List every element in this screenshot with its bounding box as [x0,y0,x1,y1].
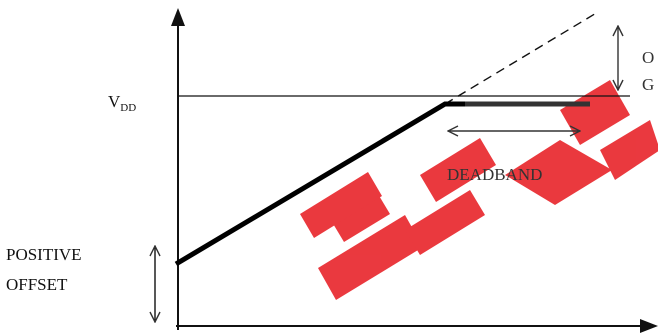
transfer-curve [174,101,465,267]
x-axis-arrowhead [640,319,658,333]
positive-offset-label-line2: OFFSET [6,275,68,294]
vdd-label: VDD [108,92,136,114]
deadband-label: DEADBAND [447,165,542,184]
gain-error-label-line2: G [642,75,654,94]
gain-error-label-line1: O [642,48,654,67]
ideal-extension-dashed [444,11,599,105]
positive-offset-label-line1: POSITIVE [6,245,82,264]
eepw-watermark [300,80,658,300]
y-axis-arrowhead [171,8,185,26]
